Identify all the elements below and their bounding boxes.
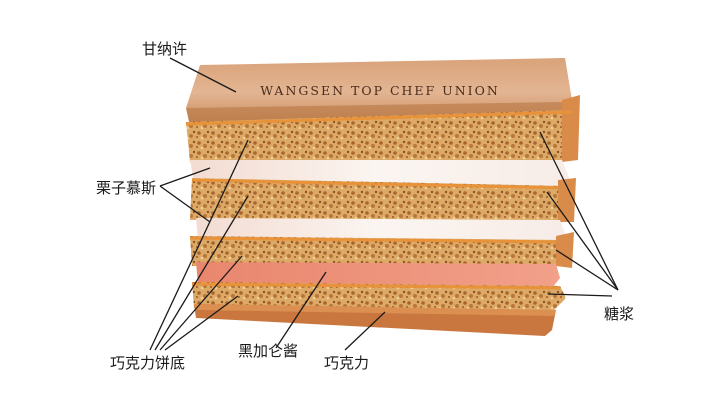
label-choc-biscuit-base: 巧克力饼底 [110, 354, 186, 372]
leader-lines [149, 57, 619, 351]
biscuit-layer-3 [189, 232, 574, 268]
leader-syrup-3 [555, 249, 619, 291]
leader-chocolate [344, 311, 386, 351]
biscuit-layer-1 [185, 95, 580, 162]
leader-base-4 [164, 295, 239, 351]
leader-base-1 [149, 139, 249, 351]
biscuit-layer-2 [190, 178, 576, 222]
label-chocolate: 巧克力 [324, 354, 370, 372]
label-ganache: 甘纳许 [142, 40, 188, 58]
leader-syrup-2 [546, 191, 619, 291]
chocolate-base-layer [194, 304, 556, 336]
leader-ganache [169, 57, 237, 93]
leader-jam [275, 271, 327, 349]
label-chestnut-mousse: 栗子慕斯 [96, 179, 157, 197]
blackcurrant-jam-layer [196, 262, 560, 288]
leader-syrup-4 [547, 293, 613, 297]
leader-mousse-2 [159, 185, 211, 223]
leader-syrup-1 [539, 131, 619, 291]
label-blackcurrant-jam: 黑加仑酱 [238, 342, 299, 360]
brand-text: WANGSEN TOP CHEF UNION [260, 83, 500, 98]
leader-mousse-1 [159, 167, 211, 187]
leader-base-3 [159, 255, 243, 351]
label-syrup: 糖浆 [604, 305, 635, 323]
biscuit-layer-4 [191, 282, 566, 312]
leader-base-2 [154, 195, 249, 351]
